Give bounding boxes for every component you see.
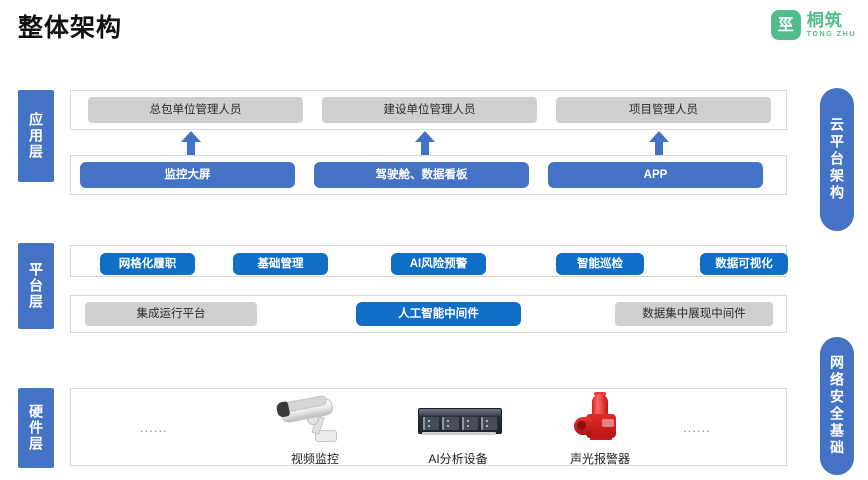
hardware-device-video-monitoring[interactable]: 视频监控	[255, 392, 375, 467]
middleware-chip-integrated-platform[interactable]: 集成运行平台	[85, 302, 257, 326]
module-chip-grid-duty[interactable]: 网格化履职	[100, 253, 195, 275]
page-title: 整体架构	[18, 14, 123, 42]
logo-mark-icon: 巠	[770, 10, 801, 40]
logo-name-cn: 桐筑	[806, 11, 843, 30]
hardware-device-ai-analysis[interactable]: AI分析设备	[398, 392, 518, 467]
module-chip-basic-management[interactable]: 基础管理	[233, 253, 328, 275]
role-chip-general-contractor[interactable]: 总包单位管理人员	[88, 97, 303, 123]
side-pill-cloud-platform-architecture[interactable]: 云平台架构	[820, 88, 854, 231]
cctv-camera-icon	[265, 392, 365, 448]
logo-name-en: TONG ZHU	[806, 31, 856, 38]
client-chip-app[interactable]: APP	[548, 162, 763, 188]
module-chip-data-visualization[interactable]: 数据可视化	[700, 253, 788, 275]
role-chip-project-manager[interactable]: 项目管理人员	[556, 97, 771, 123]
middleware-chip-ai-middleware[interactable]: 人工智能中间件	[356, 302, 521, 326]
brand-logo: 巠 桐筑 TONG ZHU	[770, 10, 856, 40]
hardware-label-video-monitoring: 视频监控	[290, 452, 339, 466]
hardware-leading-dots: ......	[140, 420, 168, 435]
middleware-chip-data-presentation[interactable]: 数据集中展现中间件	[615, 302, 773, 326]
logo-text: 桐筑 TONG ZHU	[807, 12, 856, 38]
sound-light-alarm-icon	[550, 392, 650, 448]
rack-server-icon	[408, 392, 508, 448]
layer-tab-hardware[interactable]: 硬件层	[18, 388, 54, 468]
logo-glyph: 巠	[777, 15, 794, 34]
arrow-up-icon-2	[414, 131, 436, 157]
layer-tab-platform[interactable]: 平台层	[18, 243, 54, 329]
layer-tab-application[interactable]: 应用层	[18, 90, 54, 182]
module-chip-smart-inspection[interactable]: 智能巡检	[556, 253, 644, 275]
role-chip-construction-unit[interactable]: 建设单位管理人员	[322, 97, 537, 123]
hardware-trailing-dots: ......	[683, 420, 711, 435]
client-chip-cockpit-dashboard[interactable]: 驾驶舱、数据看板	[314, 162, 529, 188]
arrow-up-icon-3	[648, 131, 670, 157]
arrow-up-icon-1	[180, 131, 202, 157]
client-chip-monitor-wall[interactable]: 监控大屏	[80, 162, 295, 188]
hardware-label-alarm: 声光报警器	[569, 452, 630, 466]
side-pill-network-security-foundation[interactable]: 网络安全基础	[820, 337, 854, 475]
hardware-device-alarm[interactable]: 声光报警器	[540, 392, 660, 467]
hardware-label-ai-analysis: AI分析设备	[428, 452, 488, 466]
module-chip-ai-risk-alert[interactable]: AI风险预警	[391, 253, 486, 275]
